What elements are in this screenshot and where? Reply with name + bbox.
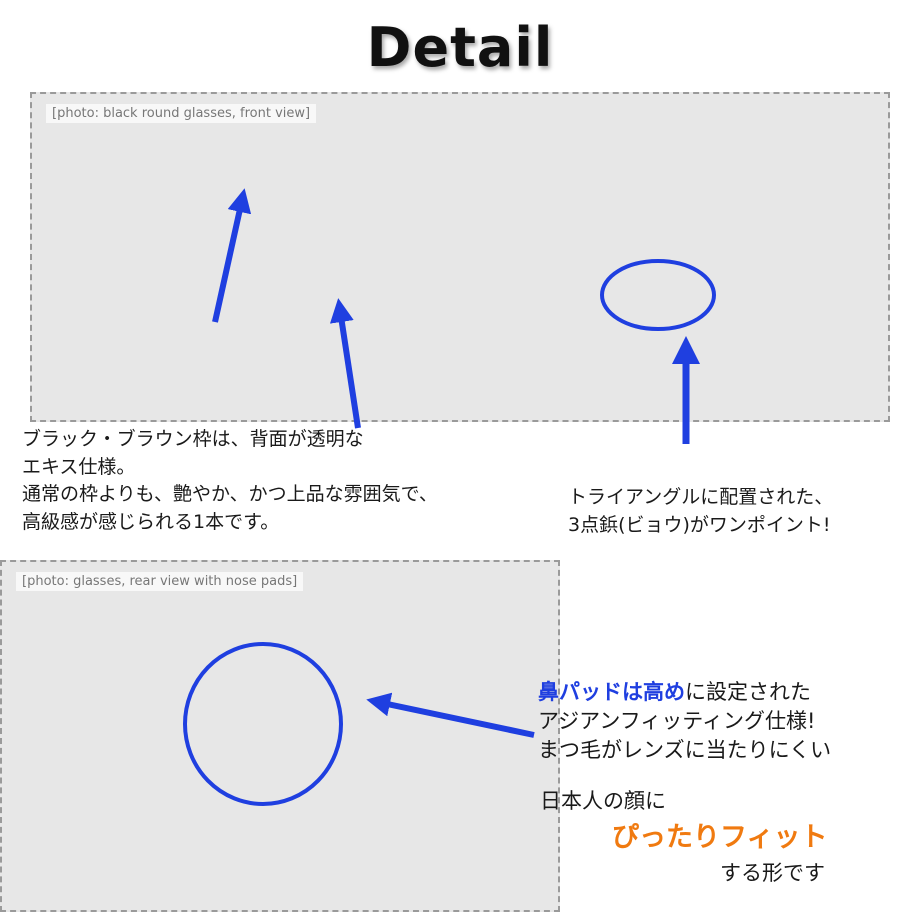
glasses-rear-photo: [photo: glasses, rear view with nose pad…	[0, 560, 560, 912]
page-title: Detail	[366, 16, 554, 79]
rivet-note-line: トライアングルに配置された、	[568, 486, 834, 508]
fit-note-line: する形です	[720, 861, 825, 885]
nose-pad-note-line: 鼻パッドは高めに設定された	[538, 678, 831, 707]
fit-note-line: 日本人の顔に	[540, 789, 666, 813]
nose-pad-emphasis: 鼻パッドは高め	[538, 680, 685, 704]
photo-placeholder-label: [photo: glasses, rear view with nose pad…	[16, 572, 304, 591]
frame-description-line: ブラック・ブラウン枠は、背面が透明な	[22, 428, 364, 450]
nose-pad-note-text: に設定された	[685, 680, 811, 704]
fit-note: 日本人の顔に ぴったりフィット する形です	[540, 786, 827, 890]
glasses-front-photo: [photo: black round glasses, front view]	[30, 92, 890, 422]
frame-description-line: 通常の枠よりも、艶やか、かつ上品な雰囲気で、	[22, 483, 438, 506]
nose-pad-note-line: まつ毛がレンズに当たりにくい	[538, 737, 832, 762]
fit-emphasis: ぴったりフィット	[612, 821, 828, 853]
frame-description: ブラック・ブラウン枠は、背面が透明な エキス仕様。 通常の枠よりも、艶やか、かつ…	[22, 426, 438, 536]
rivet-note-line: 3点鋲(ビョウ)がワンポイント!	[568, 513, 831, 536]
photo-placeholder-label: [photo: black round glasses, front view]	[46, 104, 317, 123]
nose-pad-note: 鼻パッドは高めに設定された アジアンフィッティング仕様! まつ毛がレンズに当たり…	[538, 678, 831, 765]
frame-description-line: エキス仕様。	[22, 455, 136, 478]
nose-pad-note-line: アジアンフィッティング仕様!	[538, 708, 816, 733]
rivet-note: トライアングルに配置された、 3点鋲(ビョウ)がワンポイント!	[568, 484, 833, 539]
frame-description-line: 高級感が感じられる1本です。	[22, 510, 280, 533]
